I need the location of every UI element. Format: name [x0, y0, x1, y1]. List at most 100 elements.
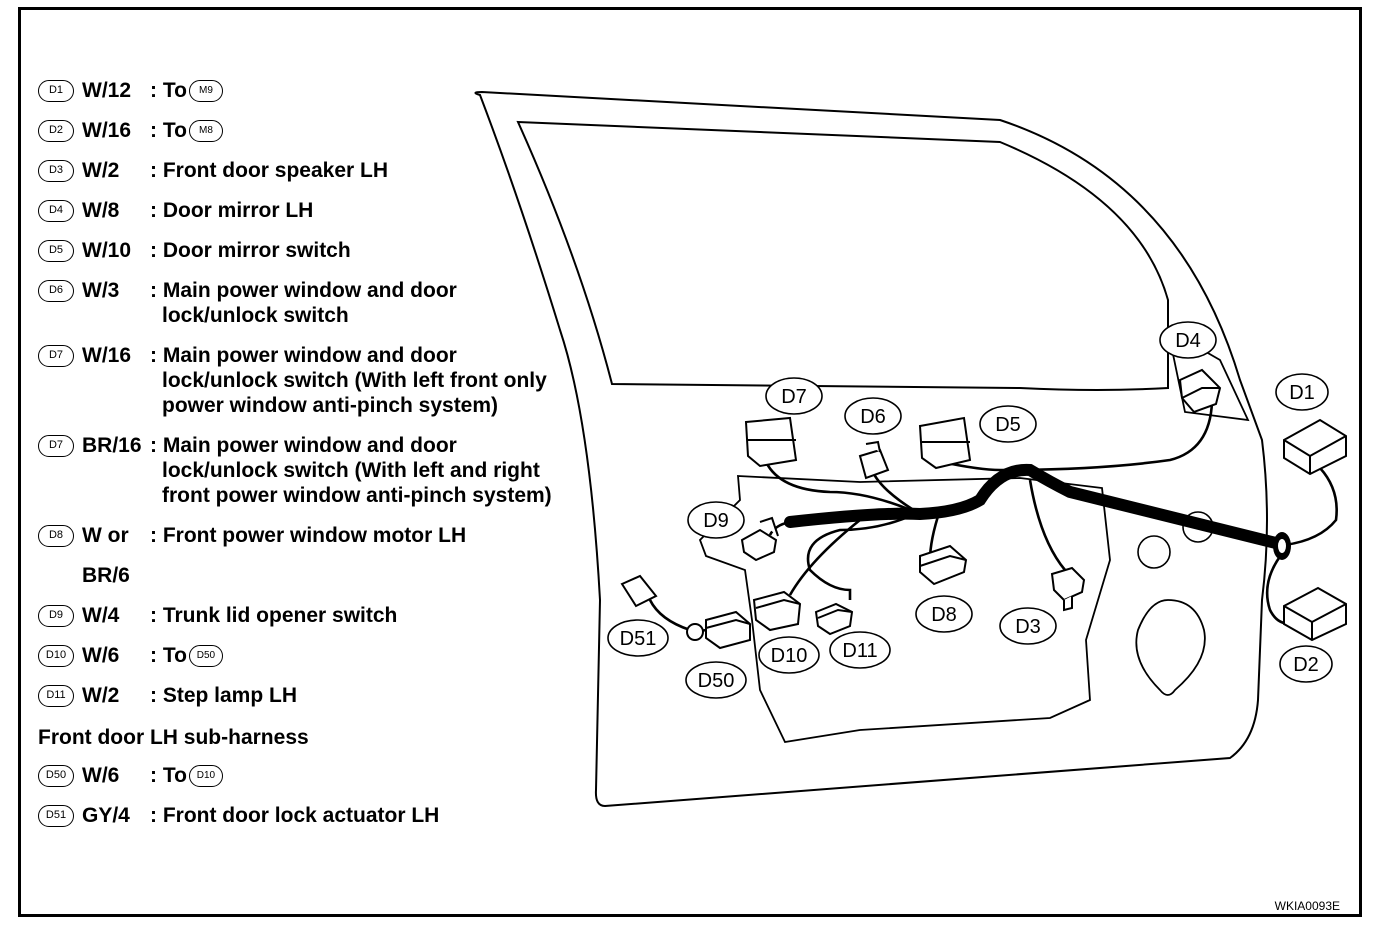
description-line: : To — [150, 764, 187, 787]
label-d7: D7 — [765, 377, 823, 415]
connector-badge: D3 — [38, 160, 74, 182]
wire-spec: W/2 — [82, 684, 120, 707]
speaker-hole — [1135, 599, 1206, 696]
connector-d50 — [686, 610, 751, 650]
connector-d2 — [1283, 586, 1347, 642]
connector-badge: D6 — [38, 280, 74, 302]
description-line: lock/unlock switch — [162, 304, 349, 327]
svg-text:D8: D8 — [931, 604, 957, 626]
connector-d1 — [1283, 418, 1347, 476]
connector-badge: D1 — [38, 80, 74, 102]
connector-description: : Trunk lid opener switch — [150, 603, 397, 628]
svg-text:D9: D9 — [703, 510, 729, 532]
door-outline — [474, 90, 1268, 808]
connector-d6 — [858, 440, 890, 480]
connector-description: : Step lamp LH — [150, 683, 297, 708]
wire-spec: W/4 — [82, 604, 120, 627]
wire-spec: BR/16 — [82, 434, 142, 457]
description-line: : Front door lock actuator LH — [150, 804, 440, 827]
svg-text:D7: D7 — [781, 386, 807, 408]
svg-text:D50: D50 — [698, 670, 735, 692]
description-line: : Main power window and door — [150, 279, 457, 302]
wire-spec: W/3 — [82, 279, 120, 302]
connector-badge: D2 — [38, 120, 74, 142]
target-connector-badge: M8 — [188, 120, 223, 143]
figure-code: WKIA0093E — [1274, 899, 1340, 913]
svg-text:D4: D4 — [1175, 330, 1201, 352]
connector-badge: D50 — [38, 765, 74, 787]
label-d3: D3 — [999, 607, 1057, 645]
connector-d11 — [814, 602, 854, 636]
wire-spec: W/6 — [82, 764, 120, 787]
description-line: power window anti-pinch system) — [162, 394, 499, 417]
label-d6: D6 — [844, 397, 902, 435]
wire-spec: W/12 — [82, 79, 132, 102]
connector-d3 — [1050, 566, 1086, 612]
connector-badge: D5 — [38, 240, 74, 262]
description-line: : To — [150, 119, 187, 142]
target-connector-badge: D50 — [188, 645, 223, 668]
description-line: : Door mirror switch — [150, 239, 351, 262]
wire-spec-continued: BR/6 — [82, 564, 130, 587]
wire-spec: W/10 — [82, 239, 132, 262]
svg-text:D5: D5 — [995, 414, 1021, 436]
label-d10: D10 — [758, 636, 820, 674]
svg-text:D6: D6 — [860, 406, 886, 428]
label-d11: D11 — [829, 631, 891, 669]
connector-badge: D7 — [38, 345, 74, 367]
wire-spec: GY/4 — [82, 804, 130, 827]
description-line: : To — [150, 79, 187, 102]
connector-badge: D51 — [38, 805, 74, 827]
description-line: : Front door speaker LH — [150, 159, 389, 182]
connector-badge: D11 — [38, 685, 74, 707]
connector-d8 — [919, 544, 968, 586]
label-d50: D50 — [685, 661, 747, 699]
connector-d10 — [752, 590, 802, 632]
panel-hole — [1137, 535, 1171, 569]
connector-d51 — [620, 574, 658, 608]
description-line: : Step lamp LH — [150, 684, 298, 707]
wire-spec: W or — [82, 524, 129, 547]
svg-text:D2: D2 — [1293, 654, 1319, 676]
target-connector-badge: M9 — [188, 80, 223, 103]
wire-spec: W/8 — [82, 199, 120, 222]
svg-text:D1: D1 — [1289, 382, 1315, 404]
description-line: : Door mirror LH — [150, 199, 314, 222]
target-connector-badge: D10 — [188, 765, 223, 788]
connector-d5 — [918, 416, 972, 470]
label-d51: D51 — [607, 619, 669, 657]
label-d5: D5 — [979, 405, 1037, 443]
connector-badge: D4 — [38, 200, 74, 222]
connector-description: : Front door speaker LH — [150, 158, 388, 183]
wire-spec: W/2 — [82, 159, 120, 182]
label-d4: D4 — [1159, 321, 1217, 359]
connector-d7 — [744, 416, 798, 468]
svg-text:D11: D11 — [842, 640, 877, 662]
connector-badge: D7 — [38, 435, 74, 457]
diagram-frame — [18, 7, 1362, 917]
connector-d4 — [1178, 368, 1222, 414]
main-harness — [784, 463, 1286, 550]
description-line: : Front power window motor LH — [150, 524, 467, 547]
label-d2: D2 — [1279, 645, 1333, 683]
wire-spec: W/16 — [82, 119, 132, 142]
window-opening — [516, 120, 1169, 391]
description-line: : Main power window and door — [150, 344, 457, 367]
wire-spec: W/16 — [82, 344, 132, 367]
svg-text:D51: D51 — [620, 628, 657, 650]
connector-description: : Front power window motor LH — [150, 523, 466, 548]
description-line: lock/unlock switch (With left front only — [162, 369, 547, 392]
label-d8: D8 — [915, 595, 973, 633]
svg-text:D10: D10 — [771, 645, 808, 667]
connector-description: : Front door lock actuator LH — [150, 803, 439, 828]
inner-panel — [698, 475, 1111, 743]
subharness-title: Front door LH sub-harness — [38, 726, 309, 749]
wire-spec: W/6 — [82, 644, 120, 667]
connector-description: : Door mirror switch — [150, 238, 351, 263]
